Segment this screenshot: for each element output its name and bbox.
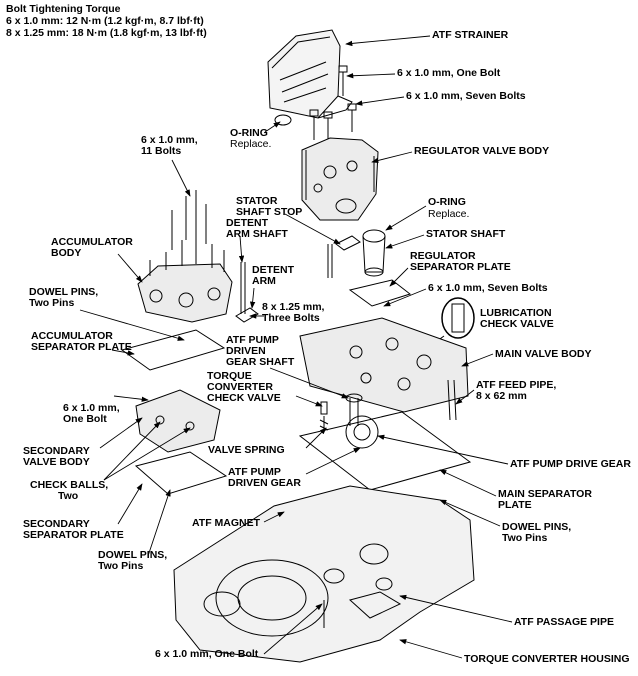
- label-secondary-sep-plate-2: SEPARATOR PLATE: [23, 529, 124, 541]
- label-dowel-pins-left-2: Two Pins: [98, 560, 144, 572]
- label-detent-arm-shaft-1: DETENT: [226, 217, 268, 229]
- label-pump-driven-gear-1: ATF PUMP: [228, 466, 281, 478]
- label-one-bolt-bottom: 6 x 1.0 mm, One Bolt: [155, 648, 259, 660]
- label-one-bolt-top: 6 x 1.0 mm, One Bolt: [397, 67, 501, 79]
- stator-shaft-parts: [327, 229, 386, 278]
- label-pump-driven-gear-shaft-1: ATF PUMP: [226, 334, 279, 346]
- label-stator-shaft: STATOR SHAFT: [426, 228, 506, 240]
- torque-converter-housing: [173, 485, 475, 663]
- label-detent-arm-1: DETENT: [252, 264, 294, 276]
- label-dowel-pins-top-2: Two Pins: [29, 297, 75, 309]
- label-atf-feed-pipe-2: 8 x 62 mm: [476, 390, 527, 402]
- label-lubrication-check-valve-1: LUBRICATION: [480, 307, 552, 319]
- label-main-sep-plate-1: MAIN SEPARATOR: [498, 488, 592, 500]
- label-check-balls-2: Two: [58, 490, 79, 502]
- label-main-valve-body: MAIN VALVE BODY: [495, 348, 592, 360]
- label-regulator-valve-body: REGULATOR VALVE BODY: [414, 145, 550, 157]
- label-atf-passage-pipe: ATF PASSAGE PIPE: [514, 616, 614, 628]
- label-eleven-bolts-1: 6 x 1.0 mm,: [141, 134, 198, 146]
- label-atf-feed-pipe-1: ATF FEED PIPE,: [476, 379, 557, 391]
- label-valve-spring: VALVE SPRING: [208, 444, 285, 456]
- main-valve-body: [299, 317, 469, 421]
- accumulator-body: [137, 190, 233, 323]
- label-seven-bolts-top: 6 x 1.0 mm, Seven Bolts: [406, 90, 526, 102]
- label-torque-converter-housing: TORQUE CONVERTER HOUSING: [464, 653, 630, 665]
- atf-strainer: [267, 29, 353, 126]
- label-pump-driven-gear-shaft-2: DRIVEN: [226, 345, 266, 357]
- label-accumulator-sep-plate-2: SEPARATOR PLATE: [31, 341, 132, 353]
- label-seven-bolts-mid: 6 x 1.0 mm, Seven Bolts: [428, 282, 548, 294]
- label-one-bolt-left-2: One Bolt: [63, 413, 107, 425]
- label-oring-1-note: Replace.: [230, 138, 272, 150]
- label-dowel-pins-right-1: DOWEL PINS,: [502, 521, 572, 533]
- label-stator-shaft-stop-1: STATOR: [236, 195, 278, 207]
- label-secondary-sep-plate-1: SECONDARY: [23, 518, 90, 530]
- label-oring-1: O-RING: [230, 127, 268, 139]
- label-torque-conv-check-valve-2: CONVERTER: [207, 381, 273, 393]
- label-atf-pump-drive-gear: ATF PUMP DRIVE GEAR: [510, 458, 631, 470]
- label-eleven-bolts-2: 11 Bolts: [141, 145, 182, 157]
- label-oring-2-note: Replace.: [428, 208, 470, 220]
- label-stator-shaft-stop-2: SHAFT STOP: [236, 206, 303, 218]
- label-dowel-pins-right-2: Two Pins: [502, 532, 548, 544]
- secondary-separator-plate: [134, 451, 228, 495]
- label-secondary-valve-body-2: VALVE BODY: [23, 456, 90, 468]
- label-accumulator-body-2: BODY: [51, 247, 82, 259]
- label-three-bolts-1: 8 x 1.25 mm,: [262, 301, 325, 313]
- label-regulator-sep-plate-1: REGULATOR: [410, 250, 476, 262]
- label-torque-conv-check-valve-1: TORQUE: [207, 370, 252, 382]
- strainer-bolts: [309, 65, 357, 140]
- accumulator-separator-plate: [120, 329, 226, 371]
- regulator-valve-body: [301, 137, 379, 221]
- leader-lines: [79, 35, 513, 659]
- label-torque-conv-check-valve-3: CHECK VALVE: [207, 392, 281, 404]
- secondary-valve-body: [135, 389, 221, 453]
- label-pump-driven-gear-2: DRIVEN GEAR: [228, 477, 301, 489]
- label-atf-strainer: ATF STRAINER: [432, 29, 509, 41]
- label-pump-driven-gear-shaft-3: GEAR SHAFT: [226, 356, 295, 368]
- label-regulator-sep-plate-2: SEPARATOR PLATE: [410, 261, 511, 273]
- torque-header-line2: 8 x 1.25 mm: 18 N·m (1.8 kgf·m, 13 lbf·f…: [6, 27, 207, 39]
- label-accumulator-sep-plate-1: ACCUMULATOR: [31, 330, 113, 342]
- detent-arm: [235, 262, 259, 323]
- label-one-bolt-left-1: 6 x 1.0 mm,: [63, 402, 120, 414]
- torque-header-line1: 6 x 1.0 mm: 12 N·m (1.2 kgf·m, 8.7 lbf·f…: [6, 15, 204, 27]
- regulator-separator-plate: [348, 279, 412, 307]
- label-detent-arm-2: ARM: [252, 275, 276, 287]
- torque-header-title: Bolt Tightening Torque: [6, 3, 121, 15]
- label-secondary-valve-body-1: SECONDARY: [23, 445, 90, 457]
- main-separator-plate: [298, 411, 472, 491]
- label-check-balls-1: CHECK BALLS,: [30, 479, 109, 491]
- label-detent-arm-shaft-2: ARM SHAFT: [226, 228, 288, 240]
- label-dowel-pins-top-1: DOWEL PINS,: [29, 286, 99, 298]
- label-dowel-pins-left-1: DOWEL PINS,: [98, 549, 168, 561]
- label-accumulator-body-1: ACCUMULATOR: [51, 236, 133, 248]
- label-three-bolts-2: Three Bolts: [262, 312, 320, 324]
- label-oring-2: O-RING: [428, 196, 466, 208]
- label-atf-magnet: ATF MAGNET: [192, 517, 261, 529]
- label-main-sep-plate-2: PLATE: [498, 499, 532, 511]
- label-lubrication-check-valve-2: CHECK VALVE: [480, 318, 554, 330]
